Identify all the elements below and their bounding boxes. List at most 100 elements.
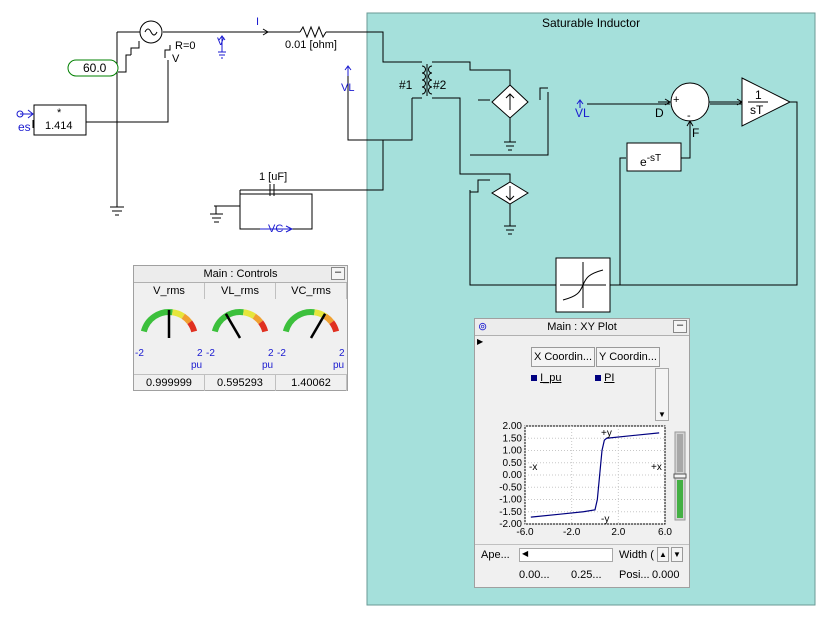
width-down-button[interactable]: ▼ (671, 547, 683, 562)
xy-title: Main : XY Plot (547, 321, 617, 333)
multiplier-value: 1.414 (45, 120, 73, 132)
y-tick-label: 1.00 (503, 446, 523, 457)
position-value: 0.000 (652, 569, 680, 581)
scroll-down-icon[interactable]: ▼ (658, 410, 666, 419)
v-probe-icon[interactable] (218, 35, 226, 59)
y-tick-label: 2.00 (503, 422, 523, 432)
axis-label-minus-y: -y (601, 514, 609, 525)
y-tick-label: 0.00 (503, 470, 523, 481)
meter-value: 0.999999 (134, 375, 205, 391)
gauge-max: 2 (197, 348, 203, 359)
controlled-source-top[interactable] (491, 84, 529, 119)
resistor[interactable] (299, 25, 327, 39)
vc-probe-label: VC (268, 223, 284, 235)
xy-settings-icon[interactable]: ⊚ (478, 321, 488, 333)
vc-probe-icon[interactable] (260, 225, 294, 233)
controls-panel: Main : Controls – V_rms VL_rms VC_rms -2… (133, 265, 348, 391)
gauge-arc (181, 313, 193, 325)
width-field[interactable]: ( (650, 549, 654, 561)
legend-scrollbar[interactable]: ▼ (655, 368, 669, 421)
controls-headers: V_rms VL_rms VC_rms (134, 283, 347, 299)
es-label: es (18, 120, 31, 134)
width-up-button[interactable]: ▲ (657, 547, 669, 562)
meter-value: 0.595293 (205, 375, 276, 391)
width-label: Width ( (619, 549, 654, 561)
y-tick-label: -1.50 (499, 507, 522, 518)
sum-minus-label: - (687, 110, 691, 122)
integrator-numerator: 1 (755, 88, 762, 102)
v-probe-label: V (217, 36, 225, 48)
gauge-arc (211, 309, 244, 333)
xy-expand-icon[interactable]: ▶ (477, 337, 484, 346)
controls-title-bar: Main : Controls – (134, 266, 347, 283)
xy-minimize-button[interactable]: – (673, 320, 687, 333)
meter-header: VC_rms (276, 283, 347, 299)
source-input-arrows (130, 41, 171, 58)
axis-label-minus-x: -x (529, 462, 537, 473)
aperture-slider[interactable]: ◀ (519, 548, 613, 562)
capacitor[interactable] (269, 184, 275, 196)
axis-label-plus-y: +y (601, 428, 612, 439)
gauge-unit: pu (191, 360, 202, 371)
gauge-max: 2 (268, 348, 274, 359)
legend-label: PI (604, 372, 615, 384)
gauge-arc (252, 313, 264, 325)
gauge-max: 2 (339, 348, 345, 359)
es-node-icon (16, 110, 24, 118)
slider-left-icon[interactable]: ◀ (522, 549, 529, 558)
gauge-needle (224, 313, 242, 339)
xy-title-bar: ⊚ Main : XY Plot – (475, 319, 689, 336)
xy-aperture-row: Ape... ◀ Width ( ▲ ▼ (475, 544, 689, 565)
capacitance-label: 1 [uF] (259, 171, 288, 183)
legend-item[interactable]: PI (595, 372, 614, 384)
bottom-value: 0.25... (571, 569, 602, 581)
zoom-bar-upper (677, 434, 683, 472)
legend-item[interactable]: I_pu (531, 372, 561, 384)
width-label-text: Width (619, 549, 648, 561)
resistance-label: R=0 (175, 40, 196, 52)
gauge-min: -2 (135, 348, 144, 359)
multiplier-op: * (57, 107, 62, 119)
zoom-bar-lower (677, 480, 683, 518)
legend-swatch (595, 375, 601, 382)
winding1-label: #1 (399, 78, 413, 92)
zoom-bar-handle[interactable] (673, 473, 687, 479)
saturable-transformer[interactable] (412, 61, 440, 99)
x-tick-label: -2.0 (563, 527, 581, 538)
current-label: I (256, 16, 260, 28)
gauge-unit: pu (262, 360, 273, 371)
x-tick-label: 2.0 (611, 527, 625, 538)
y-tick-label: 1.50 (503, 433, 523, 444)
gauge-unit: pu (333, 360, 344, 371)
meter-header: VL_rms (205, 283, 276, 299)
circuit-wires (32, 31, 798, 286)
x-coordinate-button[interactable]: X Coordin... (531, 347, 595, 367)
es-input-arrow-icon (20, 109, 34, 119)
nonlinear-block[interactable] (555, 257, 611, 313)
source-slider-value[interactable]: 60.0 (83, 61, 107, 75)
xy-plot-area: 2.001.501.000.500.00-0.50-1.00-1.50-2.00… (499, 422, 687, 538)
y-tick-label: -1.00 (499, 495, 522, 506)
source-v-label: V (172, 53, 180, 65)
y-tick-label: -0.50 (499, 482, 522, 493)
gauge-arc (329, 320, 340, 333)
controlled-source-bottom[interactable] (491, 181, 529, 205)
xy-bottom-row: 0.00... 0.25... Posi... 0.000 (475, 569, 689, 585)
vl-probe-icon[interactable] (344, 65, 352, 76)
sine-icon (144, 28, 158, 36)
gauge-arc (187, 320, 198, 333)
controls-minimize-button[interactable]: – (331, 267, 345, 280)
y-coordinate-button[interactable]: Y Coordin... (596, 347, 660, 367)
multiplier-block[interactable] (33, 104, 87, 136)
vl-input-icon (576, 99, 584, 108)
delay-block[interactable] (626, 142, 682, 172)
winding2-label: #2 (433, 78, 447, 92)
delay-base: e (640, 155, 647, 169)
source-slider[interactable] (67, 59, 119, 77)
current-arrow-icon (248, 28, 269, 36)
sum-plus-label: + (673, 94, 680, 106)
delay-exponent: -sT (646, 153, 662, 164)
